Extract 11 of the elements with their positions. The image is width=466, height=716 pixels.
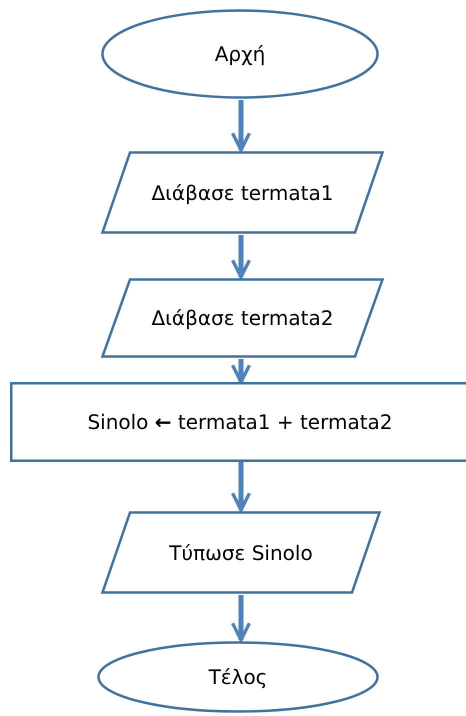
node-label: Διάβασε termata1 [151,180,334,204]
node-label: Τύπωσε Sinolo [169,540,313,564]
arrow [230,359,252,384]
node-label: Αρχή [214,42,266,66]
node-label: Sinolo ← termata1 + termata2 [87,410,393,434]
arrow [230,595,252,642]
arrow [230,462,252,512]
arrow [230,100,252,152]
arrow [230,235,252,279]
node-label: Διάβασε termata2 [151,306,334,330]
node-label: Τέλος [208,665,268,689]
